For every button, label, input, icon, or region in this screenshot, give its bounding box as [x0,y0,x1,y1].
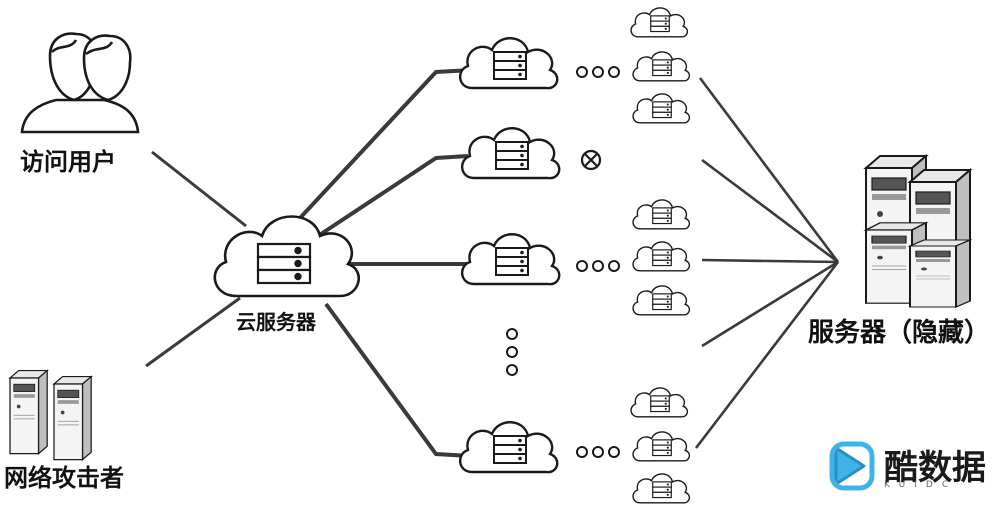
node-link-1 [298,68,473,220]
attacker-tower-icon [9,369,92,461]
watermark-sub: KUIDC [884,480,958,490]
hidden-link-2 [701,158,839,264]
cloud-server-icon [213,215,360,298]
hidden-server-icon [865,155,971,308]
node-link-2 [316,154,469,238]
cloud-server-label: 云服务器 [236,310,316,334]
proxy-nodes [458,37,561,474]
hidden-link-3 [701,258,839,264]
proxy-node-1 [458,37,559,90]
visitor-label: 访问用户 [20,148,116,176]
hidden-link-1 [698,77,840,263]
proxy-node-3 [460,233,561,286]
proxy-node-2 [460,127,561,180]
hidden-link-4 [701,260,839,348]
hidden-server-label: 服务器（隐藏） [808,318,991,348]
proxy-node-4 [458,421,559,474]
ellipsis-icon [506,66,620,458]
hidden-link-5 [694,261,840,449]
user-group-icon [20,32,140,134]
attacker-label: 网络攻击者 [4,464,124,492]
watermark-logo-icon [829,441,875,491]
attacker-link [145,296,241,368]
edge-nodes [630,7,691,504]
connection-lines [145,68,840,458]
node-link-4 [324,302,471,458]
visitor-link [151,150,247,228]
watermark-name: 酷数据 [884,448,986,488]
blocked-x-icon [580,149,602,171]
